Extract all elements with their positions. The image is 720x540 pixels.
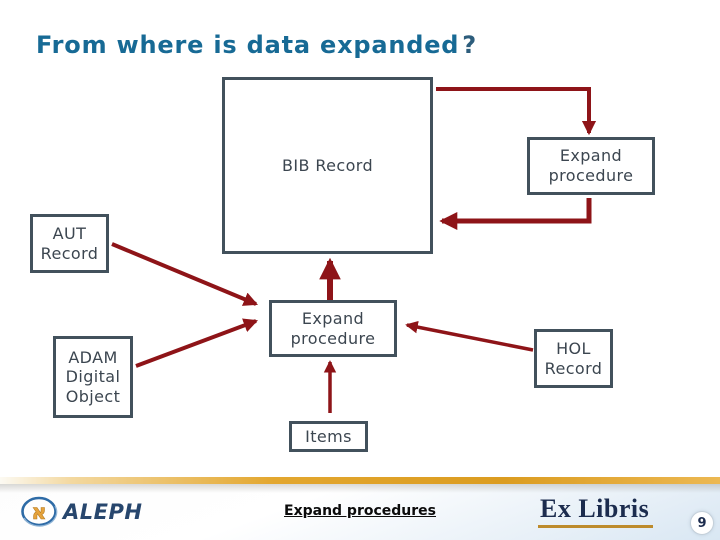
diagram-box-adam-digital-object: ADAM Digital Object (53, 336, 133, 418)
box-label-items: Items (305, 426, 352, 446)
slide-title-text: From where is data expanded (36, 31, 460, 59)
page-number-badge: 9 (690, 511, 714, 535)
diagram-box-hol-record: HOL Record (534, 329, 613, 388)
footer-band (0, 484, 720, 540)
box-label-hol-record: HOL Record (544, 338, 603, 378)
aleph-glyph: א (31, 500, 46, 524)
aleph-logo-icon: א (21, 496, 58, 527)
arrow-expand-top-to-bib (439, 198, 592, 230)
box-label-expand-procedure-center: Expand procedure (290, 308, 376, 348)
arrow-hol-to-expand-mid (405, 320, 534, 352)
box-label-aut-record: AUT Record (40, 223, 99, 263)
slide-title: From where is data expanded? (36, 31, 477, 59)
aleph-logo: א ALEPH (20, 495, 142, 528)
diagram-box-items: Items (289, 421, 368, 452)
arrow-adam-to-expand-mid (135, 318, 259, 368)
footer-gold-divider (0, 477, 720, 484)
aleph-logo-text: ALEPH (63, 499, 143, 524)
slide-title-question-mark: ? (462, 31, 478, 59)
page-number: 9 (697, 515, 707, 531)
diagram-box-expand-procedure-top: Expand procedure (527, 137, 655, 195)
diagram-box-expand-procedure-center: Expand procedure (269, 300, 397, 357)
arrow-bib-to-expand-top (436, 87, 597, 136)
exlibris-logo: Ex Libris (538, 494, 654, 528)
box-label-adam-digital-object: ADAM Digital Object (65, 347, 121, 406)
box-label-bib-record: BIB Record (281, 155, 374, 175)
diagram-box-bib-record: BIB Record (222, 77, 433, 254)
footer-expand-procedures-link[interactable]: Expand procedures (284, 503, 436, 519)
diagram-box-aut-record: AUT Record (30, 214, 109, 273)
box-label-expand-procedure-top: Expand procedure (548, 146, 634, 185)
